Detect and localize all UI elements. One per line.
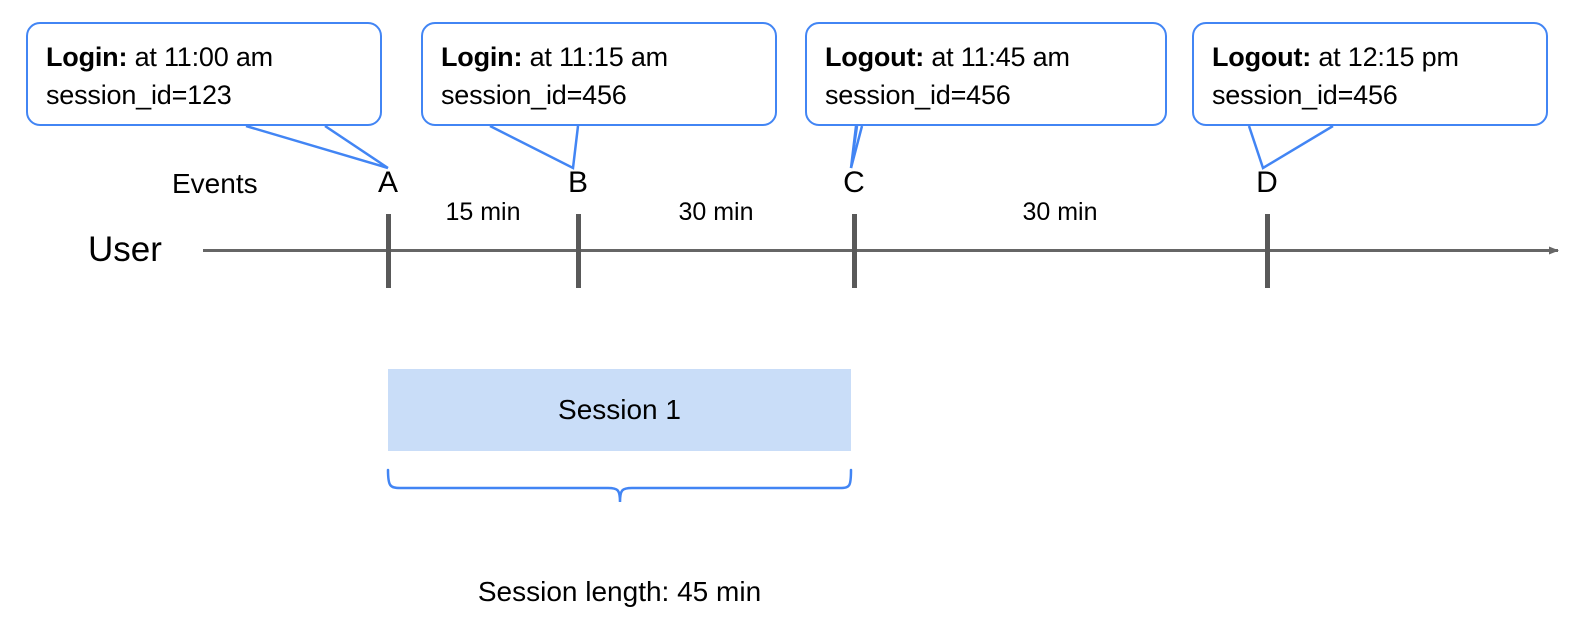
callout-tail-b xyxy=(489,124,580,170)
callout-d-session-id: session_id=456 xyxy=(1212,80,1398,110)
callout-tail-c xyxy=(849,125,859,169)
callout-c-session-id: session_id=456 xyxy=(825,80,1011,110)
callout-bubble-d[interactable]: Logout: at 12:15 pm session_id=456 xyxy=(1192,22,1548,126)
event-marker-c[interactable]: C xyxy=(843,166,865,199)
callout-tail-d xyxy=(1247,124,1334,170)
session-bar-label: Session 1 xyxy=(558,394,681,425)
callout-b-time: at 11:15 am xyxy=(522,42,669,72)
callout-c-time: at 11:45 am xyxy=(924,42,1070,72)
callout-a-session-id: session_id=123 xyxy=(46,80,232,110)
callout-a-event-label: Login: xyxy=(46,42,128,72)
session-brace xyxy=(386,468,853,503)
callout-b-line1: Login: at 11:15 am xyxy=(441,38,757,76)
session-length-label: Session length: 45 min xyxy=(477,576,762,607)
session-bar[interactable]: Session 1 xyxy=(388,369,851,451)
interval-label-a-b: 15 min xyxy=(445,198,521,226)
event-marker-a[interactable]: A xyxy=(377,166,398,199)
callout-b-session-id: session_id=456 xyxy=(441,80,627,110)
interval-label-c-d: 30 min xyxy=(1022,198,1098,226)
callout-bubble-c[interactable]: Logout: at 11:45 am session_id=456 xyxy=(805,22,1167,126)
callout-c-event-label: Logout: xyxy=(825,42,925,72)
callout-a-time: at 11:00 am xyxy=(127,42,274,72)
callout-d-event-label: Logout: xyxy=(1212,42,1312,72)
events-row-label: Events xyxy=(172,168,258,199)
event-marker-b[interactable]: B xyxy=(567,166,588,199)
interval-label-b-c: 30 min xyxy=(678,198,754,226)
callout-bubble-a[interactable]: Login: at 11:00 am session_id=123 xyxy=(26,22,382,126)
callout-tail-a xyxy=(245,124,389,170)
callout-tail-c-edge xyxy=(849,125,864,169)
user-row-label: User xyxy=(88,230,162,269)
event-marker-d[interactable]: D xyxy=(1256,166,1278,199)
callout-b-event-label: Login: xyxy=(441,42,523,72)
callout-d-time: at 12:15 pm xyxy=(1311,42,1459,72)
callout-c-line1: Logout: at 11:45 am xyxy=(825,38,1147,76)
callout-d-line1: Logout: at 12:15 pm xyxy=(1212,38,1528,76)
callout-a-line1: Login: at 11:00 am xyxy=(46,38,362,76)
callout-bubble-b[interactable]: Login: at 11:15 am session_id=456 xyxy=(421,22,777,126)
